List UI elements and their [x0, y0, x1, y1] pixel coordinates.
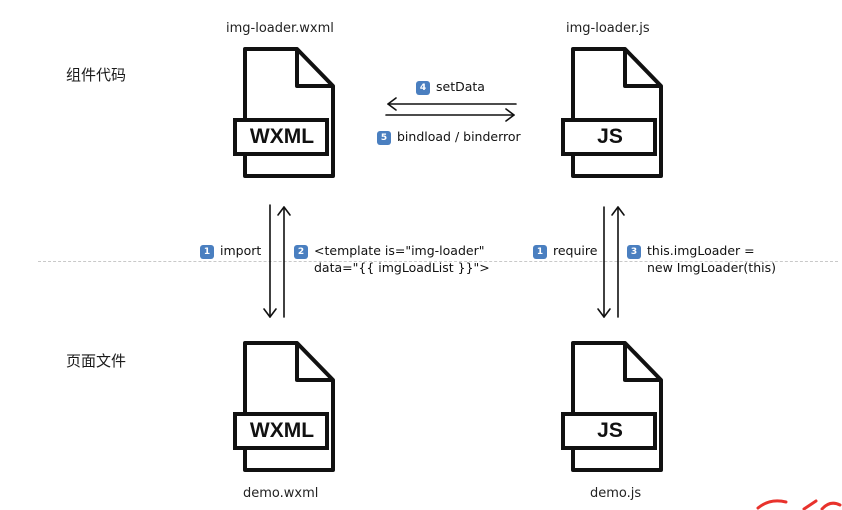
step-number-badge: 2 [294, 245, 308, 259]
step-text-line2: data="{{ imgLoadList }}"> [314, 260, 490, 275]
section-divider [38, 261, 838, 262]
step-text-line2: new ImgLoader(this) [647, 260, 776, 275]
file-type-label: WXML [249, 419, 315, 442]
step-bindload: 5 bindload / binderror [377, 128, 521, 145]
arrow-import [263, 204, 277, 318]
arrow-instantiate [611, 206, 625, 318]
arrow-require [597, 206, 611, 318]
section-label-component: 组件代码 [66, 66, 127, 84]
arrow-setdata [387, 97, 517, 111]
document-icon [561, 47, 663, 178]
file-type-label: WXML [249, 125, 315, 148]
step-number-badge: 3 [627, 245, 641, 259]
step-number-badge: 1 [533, 245, 547, 259]
step-require: 1 require [533, 242, 597, 259]
corner-logo-fragment [756, 499, 842, 510]
document-icon [233, 341, 335, 472]
filename-comp-js: img-loader.js [566, 21, 650, 36]
file-icon-comp-js: JS [561, 46, 667, 184]
file-icon-page-js: JS [561, 340, 667, 478]
arrow-template [277, 206, 291, 318]
filename-comp-wxml: img-loader.wxml [226, 21, 334, 36]
step-text: import [220, 243, 262, 258]
step-text-line1: <template is="img-loader" [314, 243, 485, 258]
arrow-bindload [385, 108, 515, 122]
step-template: 2 <template is="img-loader" data="{{ imgL… [294, 242, 490, 276]
step-number-badge: 1 [200, 245, 214, 259]
file-type-label: JS [597, 125, 623, 148]
step-text: require [553, 243, 598, 258]
file-icon-page-wxml: WXML [233, 340, 339, 478]
step-text: setData [436, 79, 485, 94]
step-setdata: 4 setData [416, 78, 485, 95]
step-text: bindload / binderror [397, 129, 521, 144]
filename-page-wxml: demo.wxml [243, 486, 319, 501]
step-import: 1 import [200, 242, 261, 259]
step-number-badge: 5 [377, 131, 391, 145]
document-icon [233, 47, 335, 178]
section-label-page: 页面文件 [66, 352, 127, 370]
step-instantiate: 3 this.imgLoader = new ImgLoader(this) [627, 242, 776, 276]
step-number-badge: 4 [416, 81, 430, 95]
step-text-line1: this.imgLoader = [647, 243, 755, 258]
document-icon [561, 341, 663, 472]
filename-page-js: demo.js [590, 486, 642, 501]
file-type-label: JS [597, 419, 623, 442]
file-icon-comp-wxml: WXML [233, 46, 339, 184]
